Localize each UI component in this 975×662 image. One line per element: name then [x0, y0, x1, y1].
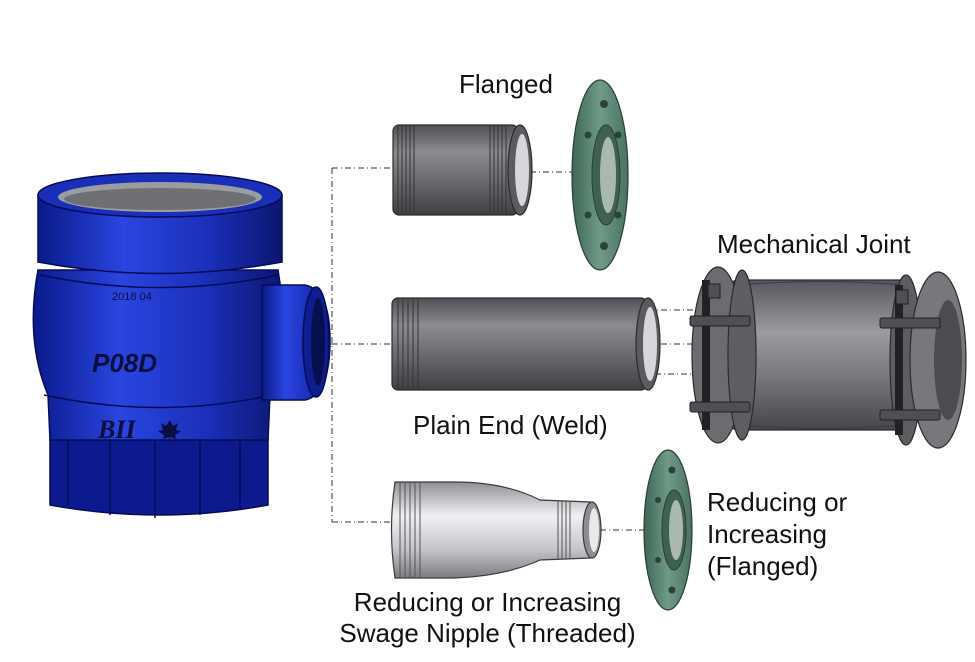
connector-lines: [300, 167, 700, 531]
flanged-nipple: [392, 124, 533, 216]
model-marking: P08D: [92, 348, 157, 378]
blue-fitting-body: 2018 04 P08D BII: [32, 172, 331, 518]
green-flange-top: [571, 79, 629, 271]
green-flange-bottom: [643, 449, 693, 611]
label-swage-line2: Swage Nipple (Threaded): [339, 618, 636, 648]
label-reducing-flanged-line3: (Flanged): [707, 551, 819, 581]
label-mechanical-joint: Mechanical Joint: [717, 229, 911, 259]
maple-leaf-icon: [158, 420, 181, 442]
mechanical-joint: [689, 266, 967, 449]
label-flanged: Flanged: [459, 69, 553, 99]
swage-nipple: [390, 481, 602, 579]
brand-marking: BII: [97, 415, 136, 444]
plain-end-pipe: [391, 297, 661, 391]
label-swage-line1: Reducing or Increasing: [353, 587, 622, 617]
date-code-marking: 2018 04: [112, 291, 152, 303]
label-reducing-flanged-line2: Increasing: [707, 519, 827, 549]
label-plain-end: Plain End (Weld): [413, 410, 608, 440]
label-reducing-flanged-line1: Reducing or: [707, 487, 848, 517]
